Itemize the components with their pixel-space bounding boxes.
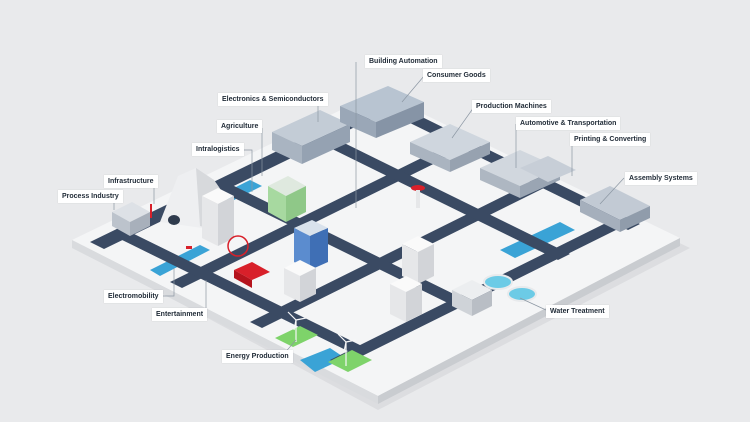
platform-edge-left: [72, 240, 378, 404]
tunnel-entrance: [168, 215, 180, 225]
label-building-automation: Building Automation: [365, 55, 442, 68]
buildings: [112, 86, 650, 322]
wind-turbines: [287, 311, 357, 366]
entertainment-building-side: [234, 270, 252, 288]
red-car: [186, 246, 192, 249]
grass-energy-2: [328, 350, 372, 372]
label-consumer-goods: Consumer Goods: [423, 69, 490, 82]
water-tank-2: [507, 286, 537, 302]
label-automotive-transportation: Automotive & Transportation: [516, 117, 621, 130]
label-electromobility: Electromobility: [104, 290, 163, 303]
entertainment-building: [234, 262, 270, 280]
label-energy-production: Energy Production: [222, 350, 293, 363]
label-assembly-systems: Assembly Systems: [625, 172, 697, 185]
label-intralogistics: Intralogistics: [192, 143, 244, 156]
label-entertainment: Entertainment: [152, 308, 208, 321]
red-water-tower-top: [411, 185, 425, 191]
water-tank-1: [483, 274, 513, 290]
label-infrastructure: Infrastructure: [104, 175, 158, 188]
ferris-wheel: [227, 235, 249, 257]
label-process-industry: Process Industry: [58, 190, 123, 203]
label-electronics-semiconductors: Electronics & Semiconductors: [218, 93, 328, 106]
label-water-treatment: Water Treatment: [546, 305, 609, 318]
red-water-tower-stem: [416, 190, 420, 208]
water-pond: [300, 348, 345, 372]
label-agriculture: Agriculture: [217, 120, 263, 133]
label-production-machines: Production Machines: [472, 100, 551, 113]
label-printing-converting: Printing & Converting: [570, 133, 651, 146]
red-pole: [150, 204, 152, 218]
platform-edge-right: [378, 238, 680, 404]
